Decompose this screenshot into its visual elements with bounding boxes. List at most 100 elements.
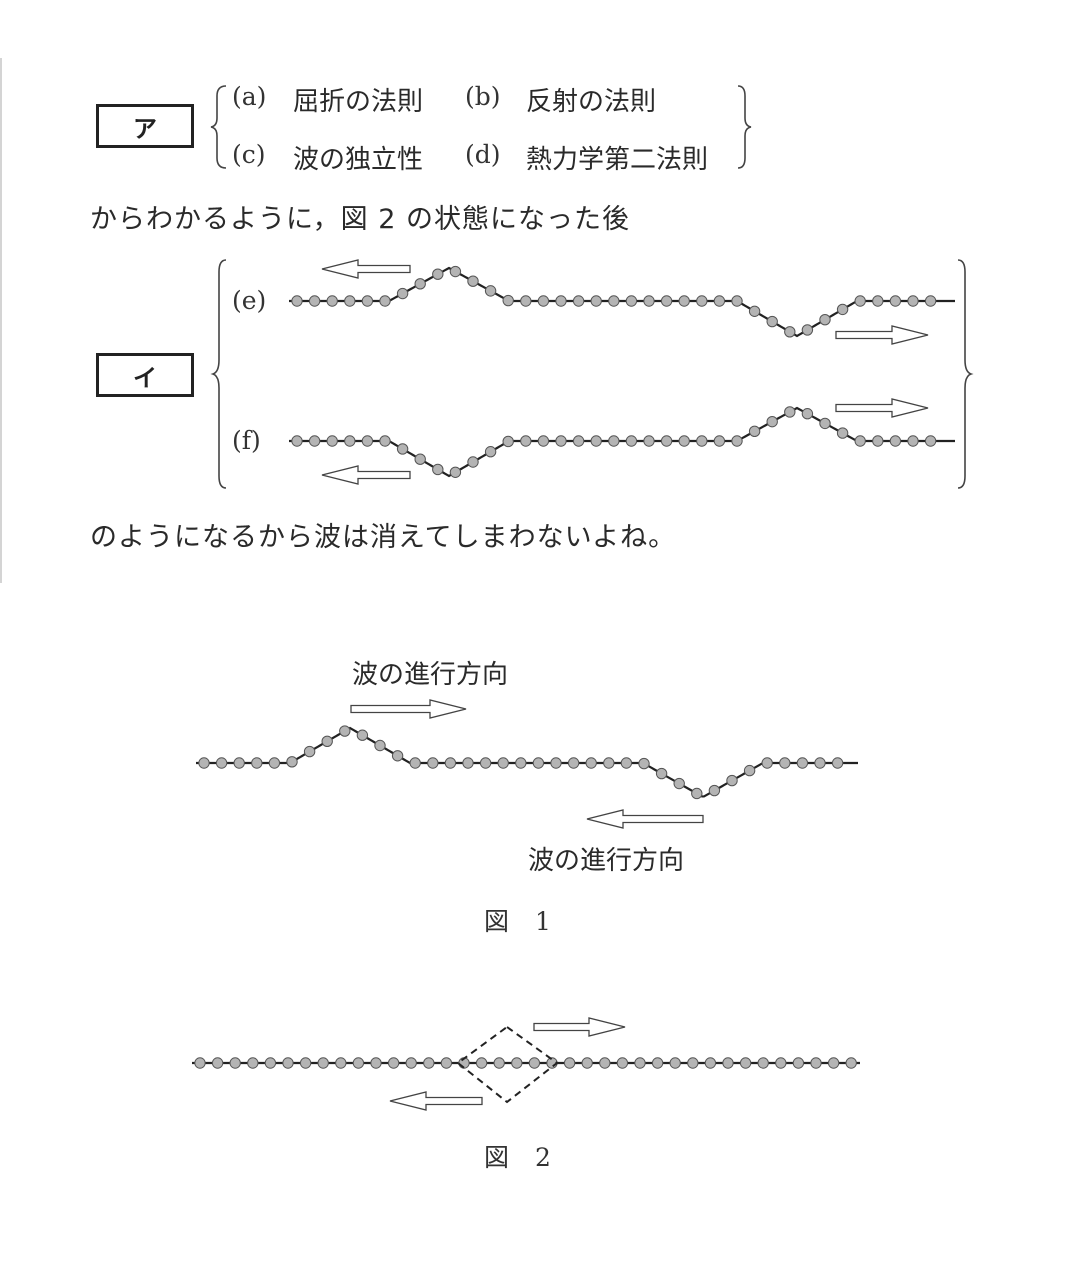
figure-1-wave-bead bbox=[814, 757, 826, 769]
figure-1-wave-bead bbox=[462, 757, 474, 769]
option-f-wave-bead bbox=[625, 435, 638, 447]
figure-2-dashed-diamond bbox=[456, 1025, 559, 1104]
option-f-wave-bead bbox=[484, 446, 497, 458]
figure-1-wave-bead bbox=[567, 757, 580, 769]
option-f-wave-bead bbox=[766, 415, 778, 428]
figure-1-wave-bead bbox=[321, 735, 333, 747]
option-f-wave-bead bbox=[854, 435, 866, 447]
figure-1-wave-bead bbox=[779, 757, 791, 769]
figure-2-wave-bead bbox=[370, 1057, 382, 1069]
option-e-wave-bead bbox=[872, 295, 884, 307]
option-f-wave-bead bbox=[379, 435, 391, 447]
figure-2-wave-bead bbox=[775, 1057, 787, 1069]
figure-1-wave-bead bbox=[198, 757, 210, 769]
figure-1-wave-bead bbox=[479, 757, 492, 769]
option-e-wave-bead bbox=[590, 295, 602, 307]
figure-2-wave-bead bbox=[651, 1057, 664, 1069]
option-e-wave-bead bbox=[731, 295, 743, 307]
option-f-wave-bead bbox=[924, 435, 937, 447]
answer-box-a-label: ア bbox=[133, 114, 157, 143]
figure-1-wave-bead bbox=[655, 767, 668, 780]
answer-box-i[interactable]: イ bbox=[96, 353, 194, 397]
option-b-text: 反射の法則 bbox=[526, 87, 657, 117]
figure-1-wave-bead bbox=[215, 757, 228, 769]
figure-2-wave-bead bbox=[669, 1057, 681, 1069]
option-e-wave-bead bbox=[308, 295, 321, 307]
option-a-text: 屈折の法則 bbox=[293, 87, 424, 117]
option-e-wave-bead bbox=[713, 295, 726, 307]
figure-2-wave-bead bbox=[845, 1057, 857, 1069]
option-f-wave-bead bbox=[889, 435, 902, 447]
figure-1-wave-bead bbox=[620, 757, 633, 769]
option-f-wave-bead bbox=[396, 443, 409, 455]
option-f-wave-bead bbox=[449, 466, 462, 478]
page-margin-rule bbox=[0, 58, 2, 583]
option-e-wave-bead bbox=[520, 295, 532, 307]
figure-2-wave-bead bbox=[440, 1057, 453, 1069]
figure-1-wave-bead bbox=[497, 757, 509, 769]
option-f-wave-bead bbox=[326, 435, 338, 447]
option-c-text: 波の独立性 bbox=[293, 145, 424, 175]
figure-1-direction-label-top: 波の進行方向 bbox=[352, 660, 509, 690]
option-f-wave-bead bbox=[537, 435, 550, 447]
option-d-key: (d) bbox=[465, 140, 501, 169]
option-e-wave-bead bbox=[660, 295, 673, 307]
figure-2-wave-bead bbox=[387, 1057, 400, 1069]
figure-1-direction-label-bottom: 波の進行方向 bbox=[528, 846, 685, 876]
option-e-wave-bead bbox=[572, 295, 585, 307]
figure-2-wave-bead bbox=[581, 1057, 593, 1069]
option-f-wave-bead bbox=[748, 425, 761, 438]
figure-2-wave-bead bbox=[599, 1057, 611, 1069]
figure-2-caption: 図2 bbox=[484, 1143, 577, 1172]
option-e-wave-bead bbox=[748, 305, 761, 317]
option-f-wave-bead bbox=[308, 435, 321, 447]
figure-2-wave-bead bbox=[352, 1057, 365, 1069]
figure-1-wave-bead bbox=[831, 757, 844, 769]
figure-2-wave-bead bbox=[616, 1057, 629, 1069]
figure-2-wave-bead bbox=[722, 1057, 734, 1069]
figure-1-wave-bead bbox=[268, 757, 281, 769]
option-f-wave-bead bbox=[643, 435, 655, 447]
option-e-wave-bead bbox=[678, 295, 690, 307]
figure-1-wave-bead bbox=[391, 750, 404, 762]
figure-1-caption: 図1 bbox=[484, 907, 577, 936]
answer-box-i-label: イ bbox=[133, 363, 157, 392]
figure-2-wave-bead bbox=[792, 1057, 805, 1069]
figure-2-wave-bead bbox=[563, 1057, 576, 1069]
figure-1-wave-bead bbox=[444, 757, 457, 769]
figure-1-arrow-left bbox=[586, 809, 704, 829]
answer-box-a[interactable]: ア bbox=[96, 104, 194, 148]
figure-1-wave-bead bbox=[796, 757, 809, 769]
figure-2-wave-bead bbox=[299, 1057, 312, 1069]
option-e-wave-bead bbox=[924, 295, 937, 307]
figure-2-wave-bead bbox=[211, 1057, 224, 1069]
option-e-wave-bead bbox=[643, 295, 655, 307]
option-e-wave-bead bbox=[432, 268, 444, 280]
option-e-wave-bead bbox=[414, 278, 426, 290]
option-e-wave-bead bbox=[467, 275, 479, 287]
option-e-wave-bead bbox=[854, 295, 866, 307]
figure-1-wave-bead bbox=[726, 774, 738, 787]
option-f-wave-bead bbox=[467, 456, 479, 468]
figure-1-wave-bead bbox=[638, 757, 650, 770]
brace-left-a bbox=[210, 85, 227, 169]
option-f-wave-bead bbox=[414, 453, 426, 465]
figure-1-arrow-right bbox=[350, 699, 467, 719]
figure-1-wave-bead bbox=[427, 757, 439, 769]
figure-1-wave-bead bbox=[550, 757, 562, 769]
option-e-wave-bead bbox=[537, 295, 550, 307]
option-e-arrow-right bbox=[835, 325, 929, 345]
option-e-arrow-left bbox=[321, 259, 411, 279]
figure-1-wave-bead bbox=[233, 757, 245, 769]
option-f-wave-bead bbox=[520, 435, 532, 447]
option-f-key: (f) bbox=[232, 426, 261, 455]
figure-1-wave-bead bbox=[374, 739, 386, 752]
option-f-wave-bead bbox=[731, 435, 743, 447]
figure-2-wave-bead bbox=[528, 1057, 541, 1069]
option-e-wave-bead bbox=[696, 295, 708, 307]
option-f-wave-bead bbox=[696, 435, 708, 447]
option-f-wave-bead bbox=[502, 435, 514, 448]
figure-2-wave-bead bbox=[194, 1057, 206, 1069]
option-f-wave-bead bbox=[361, 435, 374, 447]
